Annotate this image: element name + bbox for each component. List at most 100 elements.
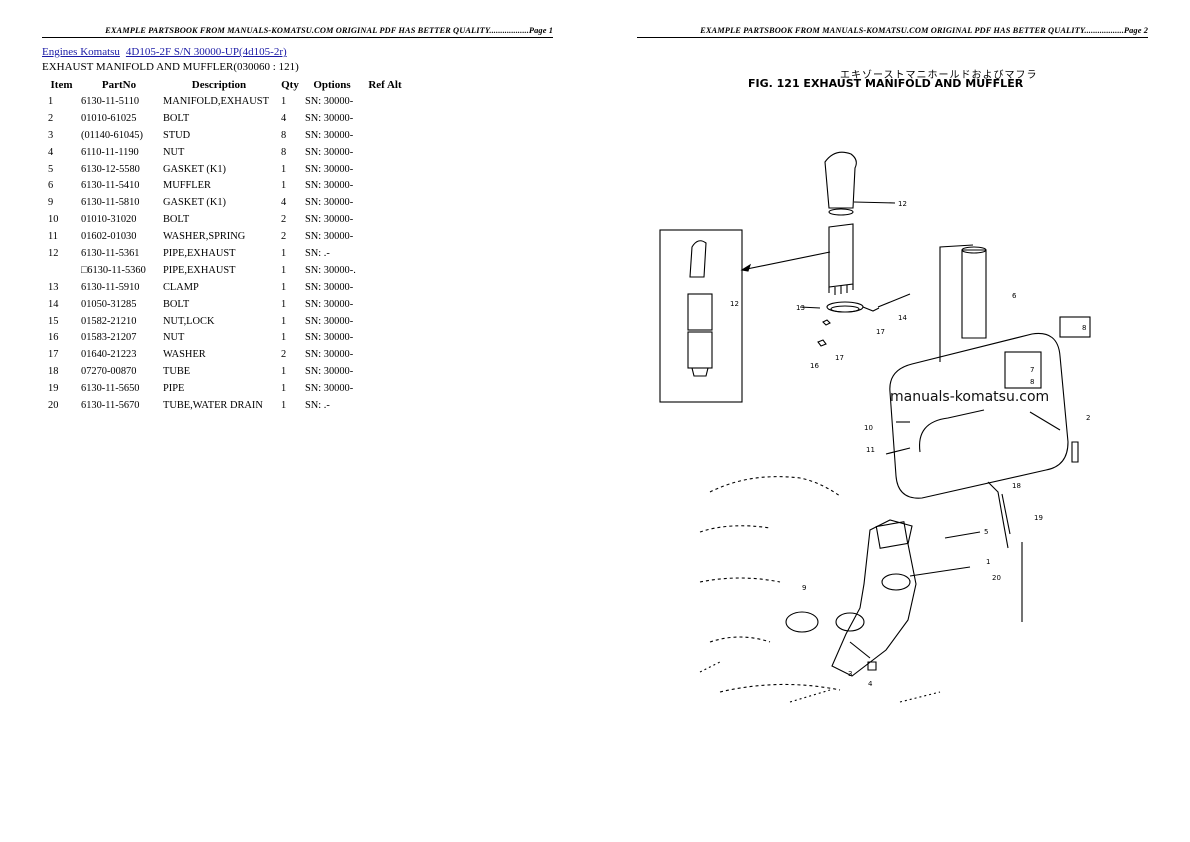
cell-options: SN: .- (305, 399, 330, 411)
cell-ref-alt (362, 194, 408, 211)
cell-ref-alt (362, 329, 408, 346)
callout: 17 (876, 328, 885, 336)
cell-ref-alt (362, 279, 408, 296)
cell-options: SN: 30000- (305, 332, 354, 344)
cell-item: 4 (48, 146, 54, 158)
callout: 1 (986, 558, 990, 566)
breadcrumb-link-model[interactable]: 4D105-2F S/N 30000-UP(4d105-2r) (125, 46, 287, 58)
cell-ref-alt (362, 363, 408, 380)
callout: 10 (864, 424, 873, 432)
callout: 12 (898, 200, 907, 208)
cell-qty: 1 (281, 180, 287, 192)
cell-options: SN: 30000- (305, 163, 354, 175)
cell-options: SN: 30000- (305, 214, 354, 226)
cell-qty: 1 (281, 383, 287, 395)
cell-qty: 1 (281, 315, 287, 327)
cell-qty: 1 (281, 163, 287, 175)
cell-description: TUBE,WATER DRAIN (163, 399, 263, 411)
cell-qty: 2 (281, 214, 287, 226)
cell-options: SN: 30000- (305, 281, 354, 293)
cell-partno: 01602-01030 (81, 231, 137, 243)
page-1: EXAMPLE PARTSBOOK FROM MANUALS-KOMATSU.C… (42, 26, 553, 414)
cell-qty: 2 (281, 349, 287, 361)
cell-description: WASHER (163, 349, 206, 361)
exploded-diagram: エキゾーストマニホールドおよびマフラ FIG. 121 EXHAUST MANI… (640, 62, 1140, 742)
cell-item: 3 (48, 129, 54, 141)
cell-options: SN: 30000- (305, 315, 354, 327)
watermark: manuals-komatsu.com (890, 389, 1050, 405)
cell-description: BOLT (163, 112, 190, 124)
figure-japanese-title: エキゾーストマニホールドおよびマフラ (840, 70, 1038, 81)
header-item: Item (50, 78, 73, 91)
cell-ref-alt (362, 346, 408, 363)
cell-options: SN: 30000-. (305, 264, 356, 276)
pipe-upper (828, 223, 854, 288)
cell-options: SN: 30000- (305, 383, 354, 395)
cell-partno: 6130-11-5650 (81, 383, 140, 395)
inset-box (659, 229, 743, 403)
cell-item (42, 262, 78, 279)
exhaust-manifold (831, 519, 917, 677)
callout: 9 (802, 584, 806, 592)
callout: 11 (866, 446, 875, 454)
cell-item: 10 (48, 214, 59, 226)
cell-ref-alt (362, 262, 408, 279)
cell-options: SN: 30000- (305, 197, 354, 209)
callout: 7 (1030, 366, 1034, 374)
page-header: EXAMPLE PARTSBOOK FROM MANUALS-KOMATSU.C… (105, 26, 553, 35)
cell-item: 19 (48, 383, 59, 395)
figure-title: FIG. 121 EXHAUST MANIFOLD AND MUFFLER (748, 77, 1024, 90)
breadcrumb-link-engines[interactable]: Engines Komatsu (42, 46, 120, 58)
cell-ref-alt (362, 296, 408, 313)
cell-ref-alt (362, 380, 408, 397)
page-2: EXAMPLE PARTSBOOK FROM MANUALS-KOMATSU.C… (595, 0, 1190, 842)
cell-qty: 1 (281, 298, 287, 310)
cell-partno: 6130-11-5810 (81, 197, 140, 209)
elbow-pipe-top (824, 151, 857, 209)
cell-qty: 1 (281, 247, 287, 259)
cell-options: SN: 30000- (305, 298, 354, 310)
cell-qty: 8 (281, 146, 287, 158)
cell-qty: 4 (281, 197, 287, 209)
cell-ref-alt (362, 110, 408, 127)
callout: 20 (992, 574, 1001, 582)
cell-item: 5 (48, 163, 54, 175)
header-options: Options (313, 78, 351, 91)
pipe-right (961, 249, 987, 339)
cell-ref-alt (362, 397, 408, 414)
header-description: Description (191, 78, 247, 91)
cell-description: TUBE (163, 366, 191, 378)
callout: 13 (796, 304, 805, 312)
callout: 8 (1082, 324, 1086, 332)
page-header: EXAMPLE PARTSBOOK FROM MANUALS-KOMATSU.C… (700, 26, 1148, 35)
cell-description: NUT (163, 146, 185, 158)
cell-description: PIPE,EXHAUST (163, 264, 236, 276)
cell-options: SN: 30000- (305, 146, 354, 158)
cell-partno: 6130-12-5580 (81, 163, 140, 175)
muffler (889, 332, 1069, 499)
cell-description: PIPE,EXHAUST (163, 247, 236, 259)
cell-item: 15 (48, 315, 59, 327)
cell-options: SN: 30000- (305, 349, 354, 361)
callout: 17 (835, 354, 844, 362)
cell-ref-alt (362, 161, 408, 178)
cell-qty: 1 (281, 281, 287, 293)
callout: 14 (898, 314, 907, 322)
cell-options: SN: 30000- (305, 95, 354, 107)
cell-options: SN: 30000- (305, 231, 354, 243)
cell-qty: 4 (281, 112, 287, 124)
parts-drawing: 12 13 14 17 16 17 12 6 8 7 8 2 10 11 18 … (659, 151, 1091, 703)
cell-partno: 6130-11-5410 (81, 180, 140, 192)
header-partno: PartNo (101, 78, 137, 91)
cell-description: WASHER,SPRING (163, 231, 246, 243)
cell-description: MANIFOLD,EXHAUST (163, 95, 269, 107)
cell-description: BOLT (163, 214, 190, 226)
